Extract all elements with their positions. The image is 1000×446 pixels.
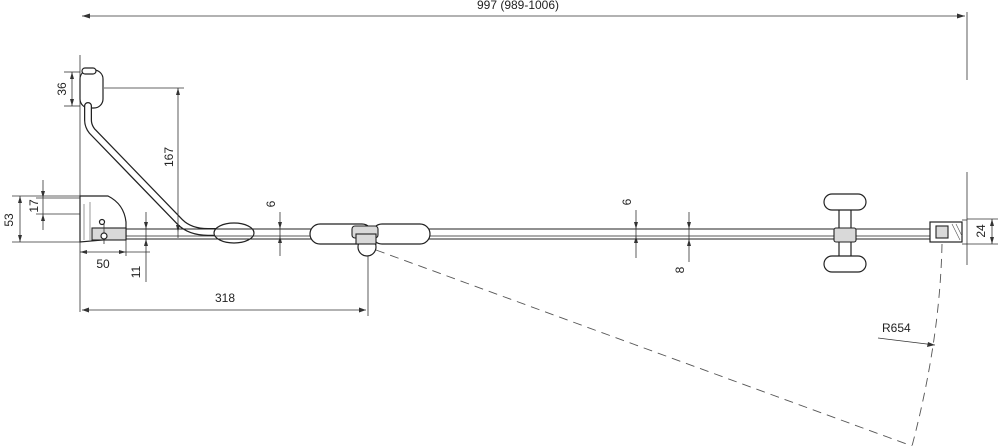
- gap-8-dimension: 8: [673, 212, 691, 273]
- overall-width-label: 997 (989-1006): [477, 0, 559, 12]
- offset-11-dimension: 11: [129, 212, 148, 282]
- bracket-height-label: 36: [55, 82, 69, 96]
- door-handle: [823, 193, 867, 273]
- base-width-label: 50: [96, 257, 110, 271]
- base-depth-dimension: 53: [2, 195, 80, 243]
- glass-thickness-left-label: 6: [264, 200, 278, 207]
- pivot-hinge: [309, 223, 431, 257]
- strut-length-label: 167: [162, 147, 176, 167]
- door-swing-open-position: [375, 249, 913, 446]
- swing-radius-label: R654: [882, 321, 911, 335]
- glass-thickness-left-dimension: 6: [264, 200, 282, 256]
- bracket-height-dimension: 36: [55, 71, 80, 107]
- profile-24-dimension: 24: [967, 218, 998, 245]
- wall-bracket-cap: [81, 67, 97, 75]
- overall-width-dimension: 997 (989-1006): [82, 0, 965, 19]
- profile-24-label: 24: [974, 224, 988, 238]
- strut-glass-clamp: [213, 222, 255, 244]
- right-wall-profile: [929, 219, 967, 245]
- wall-base-profile: [79, 195, 127, 244]
- pivot-distance-dimension: 318: [82, 256, 369, 316]
- base-width-dimension: 50: [80, 240, 150, 271]
- glass-thickness-mid-dimension: 6: [620, 198, 638, 258]
- offset-11-label: 11: [129, 265, 143, 278]
- door-swing-arc: [911, 243, 943, 446]
- pivot-distance-label: 318: [215, 291, 235, 305]
- base-inner-label: 17: [27, 199, 41, 213]
- gap-8-label: 8: [673, 266, 687, 273]
- glass-thickness-mid-label: 6: [620, 198, 634, 205]
- base-depth-label: 53: [2, 213, 16, 227]
- swing-radius-annotation: R654: [877, 321, 936, 347]
- base-inner-dimension: 17: [27, 180, 80, 230]
- wall-bracket-pad: [79, 69, 104, 109]
